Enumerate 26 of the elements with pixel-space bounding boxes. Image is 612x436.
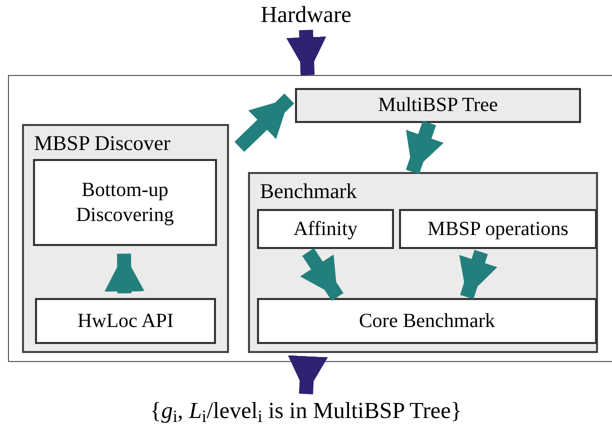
flow-label: Hardware (226, 0, 386, 30)
panel-heading: Benchmark (260, 178, 357, 204)
box-label: Core Benchmark (358, 308, 496, 334)
process-box (257, 209, 394, 249)
block-arrow (288, 355, 328, 394)
module-panel (22, 124, 229, 353)
process-box (33, 159, 217, 246)
box-label: Bottom-up Discovering (75, 178, 175, 228)
flow-label: {g$_{i}$, L$_{i}$/level$_{i}$ is in MultiBSP Tree} (106, 394, 506, 428)
box-label: Affinity (293, 216, 358, 242)
box-label: MultiBSP Tree (378, 93, 498, 118)
process-box (399, 209, 597, 249)
box-label: HwLoc API (77, 308, 174, 334)
block-arrow (286, 30, 326, 76)
block-arrow (234, 93, 294, 152)
block-arrow (300, 248, 344, 301)
box-label: MBSP operations (428, 216, 568, 242)
process-box (257, 298, 597, 344)
process-box (295, 88, 581, 123)
panel-heading: MBSP Discover (34, 130, 170, 156)
block-arrow (406, 120, 444, 174)
system-frame (8, 75, 612, 362)
process-box (35, 298, 216, 344)
block-arrow (459, 250, 498, 300)
block-arrow (104, 254, 144, 294)
module-panel (248, 172, 598, 353)
